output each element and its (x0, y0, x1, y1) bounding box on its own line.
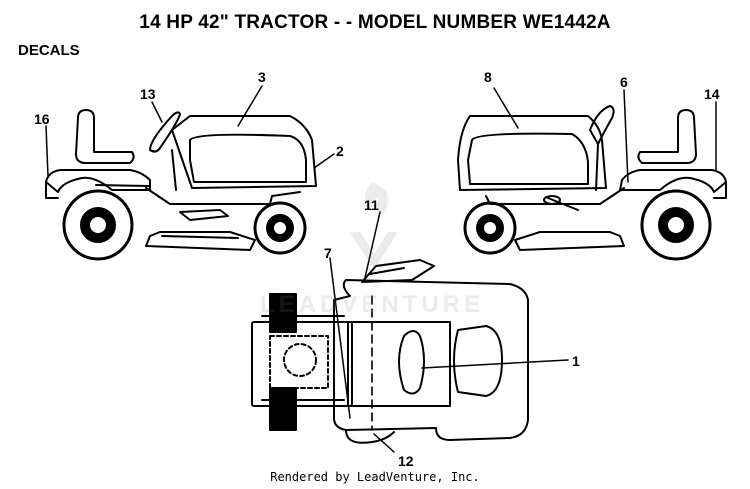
right-tractor-side-view (457, 87, 727, 261)
leadventure-watermark: LEADVENTURE (260, 182, 484, 318)
page-title: 14 HP 42" TRACTOR - - MODEL NUMBER WE144… (139, 12, 611, 33)
callout-7: 7 (324, 245, 332, 261)
callout-13: 13 (140, 86, 156, 102)
tractor-top-view (251, 211, 569, 453)
section-label: DECALS (18, 42, 80, 59)
callout-6: 6 (620, 74, 628, 90)
callout-11: 11 (364, 197, 379, 213)
callout-3: 3 (258, 69, 266, 85)
footer-credit: Rendered by LeadVenture, Inc. (270, 470, 480, 484)
callout-2: 2 (336, 143, 344, 159)
callout-14: 14 (704, 86, 720, 102)
callout-8: 8 (484, 69, 492, 85)
left-tractor-side-view (45, 85, 335, 261)
callout-12: 12 (398, 453, 414, 469)
callout-16: 16 (34, 111, 50, 127)
watermark-text: LEADVENTURE (260, 291, 484, 318)
callout-1: 1 (572, 353, 580, 369)
